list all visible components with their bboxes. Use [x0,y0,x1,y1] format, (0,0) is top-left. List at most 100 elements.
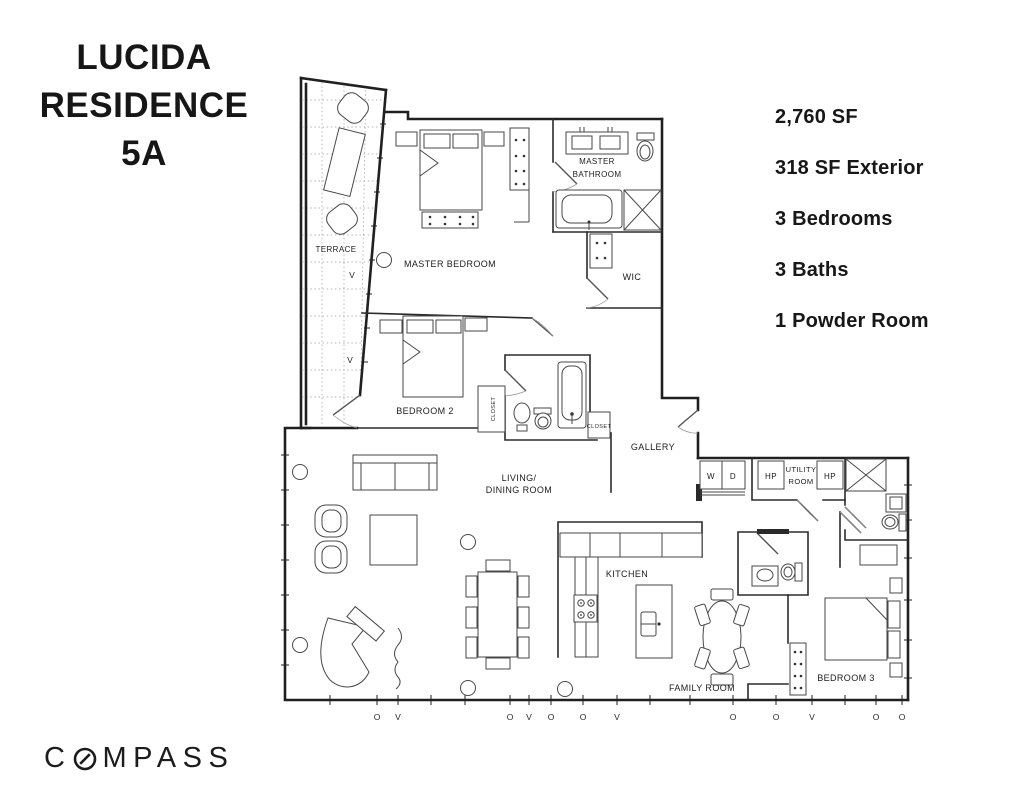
nightstand [395,131,418,147]
stat-powder: 1 Powder Room [775,310,929,332]
room-labels: TERRACE MASTER BEDROOM MASTER BATHROOM W… [315,157,874,693]
compass-o-icon [74,747,97,771]
compass-logo: C MPASS [44,742,234,775]
master-bathroom-fixtures [555,127,662,231]
terrace-label: TERRACE [315,245,356,254]
stat-area: 2,760 SF [775,106,858,128]
column [376,252,392,268]
pillow [423,133,451,149]
utility-fixtures [699,458,907,532]
pillow [452,133,479,149]
lounge-chair [326,203,358,235]
stat-baths: 3 Baths [775,259,849,281]
kitchen-fixtures [559,532,703,659]
chair [733,603,750,627]
pocket-door [757,529,789,534]
stove [573,594,598,623]
terrace-marker: V [349,270,355,280]
sink [885,493,907,513]
bathtub [557,361,587,429]
marker: O [507,712,514,722]
bedroom3-furniture [477,385,903,696]
marker: O [899,712,906,722]
hp-unit [757,460,785,490]
living-label-1: LIVING/ [502,473,537,483]
living-dining-furniture [292,454,573,697]
brand-letters-mpass: MPASS [102,742,235,774]
unit-stats: 2,760 SF 318 SF Exterior 3 Bedrooms 3 Ba… [775,106,929,333]
master-bathroom-label-1: MASTER [579,157,615,166]
master-bedroom-furniture [376,127,530,268]
dining-chair [485,657,511,670]
toilet [898,513,907,532]
closet-box [587,411,611,439]
interior-walls [356,118,909,701]
utility-label-2: ROOM [789,477,814,486]
dining-chair [465,606,478,629]
terrace-table [323,127,366,198]
master-bathroom-label-2: BATHROOM [573,170,622,179]
dining-chair [517,575,530,598]
chair [694,646,711,670]
grand-piano [320,617,370,688]
marker: O [773,712,780,722]
bench-cabinet [789,642,807,696]
hp-left-label: HP [765,472,777,481]
marker: V [395,712,401,722]
closet-label-vertical: CLOSET [491,397,497,422]
terrace-marker: V [347,355,353,365]
door-swings [332,161,867,555]
dresser [859,544,898,566]
marker: V [526,712,532,722]
closet-cabinet [589,233,613,269]
master-bedroom-label: MASTER BEDROOM [404,259,496,269]
floor-markers: O V O V O O V O O V O O V V [347,270,906,722]
chair [710,588,734,601]
dining-chair [517,636,530,659]
chair [694,603,711,627]
coffee-table [369,514,418,566]
wic-fixtures [589,233,613,269]
marker: V [614,712,620,722]
nightstand [889,577,903,594]
terrace-furniture [323,92,369,235]
dining-chair [485,559,511,572]
nightstand [379,319,403,334]
dining-chair [465,575,478,598]
nightstand [483,131,505,147]
column [292,637,308,653]
window-ticks [281,123,912,705]
oval-table [702,600,742,674]
bedroom2-furniture [379,315,587,432]
nightstand [889,662,903,678]
marker: V [809,712,815,722]
pillow [887,600,901,629]
closet-label-hall: CLOSET [587,424,612,430]
pillow [887,630,901,659]
double-vanity [565,131,629,155]
living-label-2: DINING ROOM [486,485,552,495]
exterior-walls [283,76,910,702]
bedroom3-label: BEDROOM 3 [817,673,875,683]
chair [710,673,734,686]
toilet [636,132,655,141]
piano-bench [346,605,386,642]
column [460,534,476,550]
pocket-door-2 [696,484,702,501]
marker: O [873,712,880,722]
washer-label: W [707,472,715,481]
title-line-2: RESIDENCE 5A [39,86,249,173]
stat-exterior: 318 SF Exterior [775,157,924,179]
powder-room-fixtures [751,562,803,587]
gallery-label: GALLERY [631,442,675,452]
sink [513,402,531,424]
bedroom2-label: BEDROOM 2 [396,406,454,416]
column [460,680,476,696]
pillow [435,319,462,334]
bed [824,597,888,661]
hp-unit [816,460,844,490]
hp-right-label: HP [824,472,836,481]
column [292,464,308,480]
